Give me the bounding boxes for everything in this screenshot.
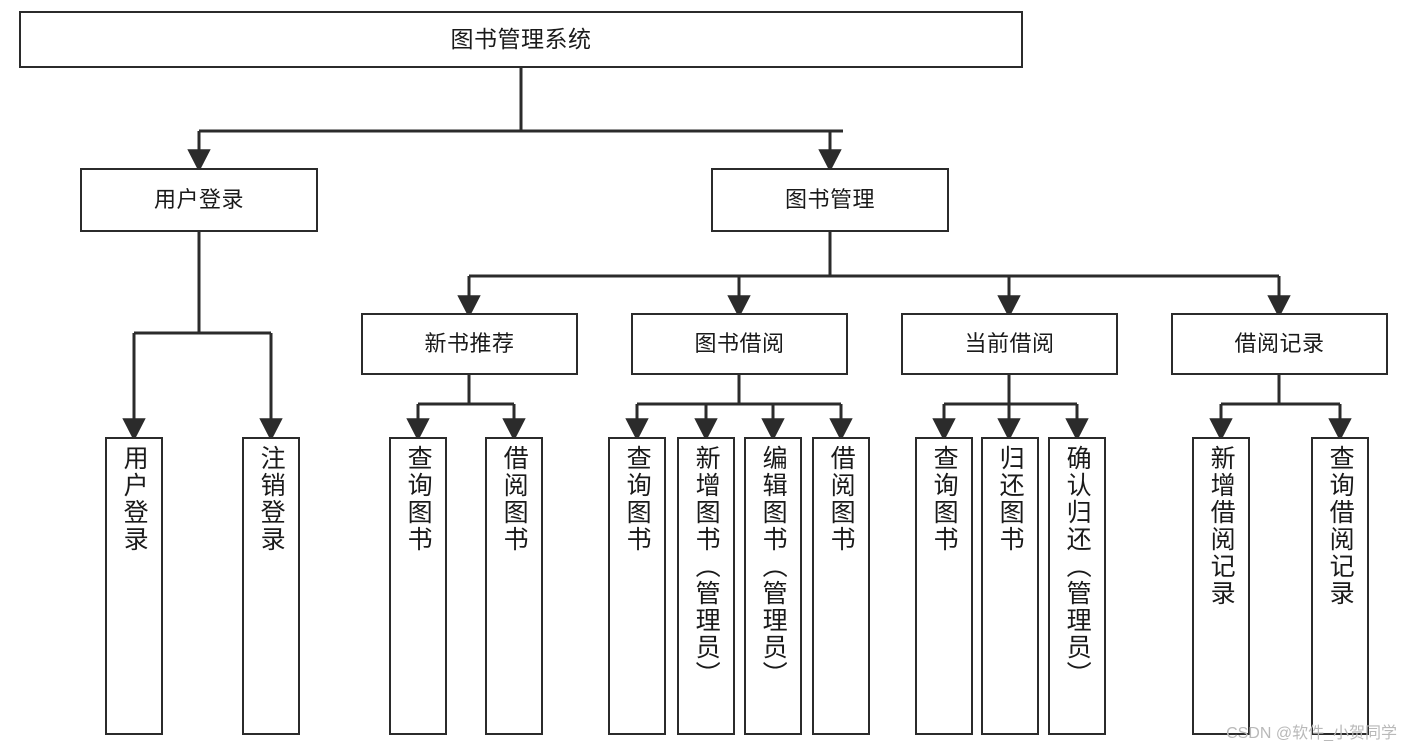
node-root-system[interactable]: 图书管理系统: [19, 11, 1023, 68]
node-label: 用户登录: [153, 187, 244, 213]
leaf-current-query-book[interactable]: 查询图书: [915, 437, 973, 735]
leaf-record-query-record[interactable]: 查询借阅记录: [1311, 437, 1369, 735]
node-label: 用户登录: [120, 445, 149, 553]
leaf-current-return-book[interactable]: 归还图书: [981, 437, 1039, 735]
leaf-borrow-query-book[interactable]: 查询图书: [608, 437, 666, 735]
node-label: 借阅图书: [500, 445, 529, 553]
node-label: 确认归还（管理员）: [1063, 445, 1092, 688]
leaf-borrow-edit-book[interactable]: 编辑图书（管理员）: [744, 437, 802, 735]
node-new-book-recommend[interactable]: 新书推荐: [361, 313, 578, 375]
leaf-borrow-add-book[interactable]: 新增图书（管理员）: [677, 437, 735, 735]
node-label: 注销登录: [257, 445, 286, 553]
node-label: 图书管理系统: [450, 25, 592, 52]
node-label: 新增图书（管理员）: [692, 445, 721, 688]
node-label: 图书管理: [784, 187, 875, 213]
node-label: 借阅记录: [1234, 331, 1325, 357]
leaf-record-add-record[interactable]: 新增借阅记录: [1192, 437, 1250, 735]
node-label: 编辑图书（管理员）: [759, 445, 788, 688]
node-user-login[interactable]: 用户登录: [80, 168, 318, 232]
node-borrow-record[interactable]: 借阅记录: [1171, 313, 1388, 375]
node-label: 归还图书: [996, 445, 1025, 553]
leaf-borrow-borrow-book[interactable]: 借阅图书: [812, 437, 870, 735]
node-label: 新书推荐: [424, 331, 515, 357]
node-label: 借阅图书: [827, 445, 856, 553]
node-book-management[interactable]: 图书管理: [711, 168, 949, 232]
node-label: 当前借阅: [964, 331, 1055, 357]
node-book-borrow[interactable]: 图书借阅: [631, 313, 848, 375]
csdn-watermark: CSDN @软件_小贺同学: [1226, 725, 1397, 742]
node-label: 查询借阅记录: [1326, 445, 1355, 607]
leaf-recommend-query-book[interactable]: 查询图书: [389, 437, 447, 735]
leaf-recommend-borrow-book[interactable]: 借阅图书: [485, 437, 543, 735]
node-label: 图书借阅: [694, 331, 785, 357]
leaf-user-login-login[interactable]: 用户登录: [105, 437, 163, 735]
leaf-user-login-logout[interactable]: 注销登录: [242, 437, 300, 735]
node-label: 新增借阅记录: [1207, 445, 1236, 607]
node-current-borrow[interactable]: 当前借阅: [901, 313, 1118, 375]
leaf-current-confirm-return[interactable]: 确认归还（管理员）: [1048, 437, 1106, 735]
node-label: 查询图书: [404, 445, 433, 553]
node-label: 查询图书: [930, 445, 959, 553]
node-label: 查询图书: [623, 445, 652, 553]
